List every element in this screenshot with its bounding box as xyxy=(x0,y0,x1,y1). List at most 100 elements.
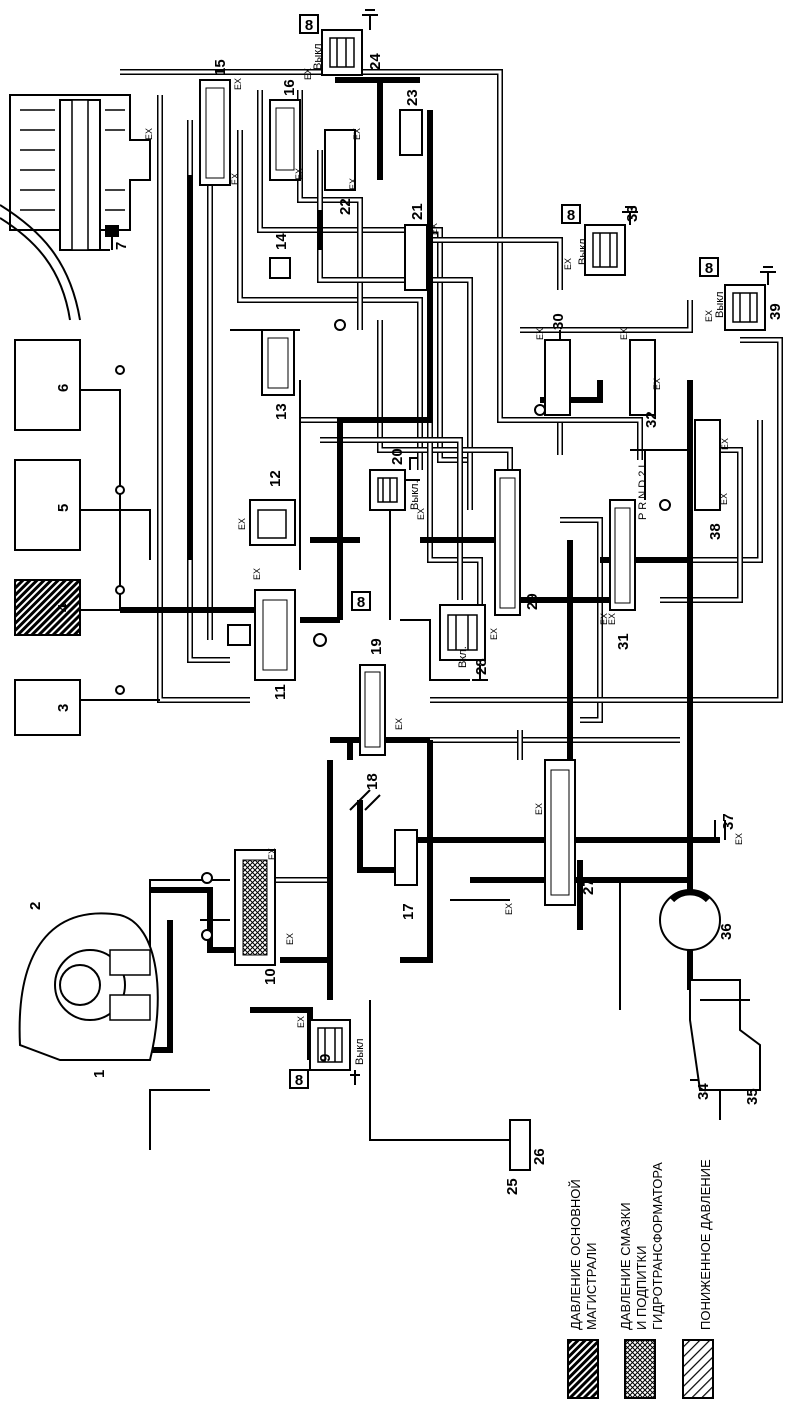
ex-label: EX xyxy=(233,78,243,90)
label-33: 33 xyxy=(624,205,641,222)
clutch-6 xyxy=(14,339,81,431)
label-22: 22 xyxy=(337,198,354,215)
label-32: 32 xyxy=(643,411,660,428)
valve-15 xyxy=(199,79,231,186)
label-9: 9 xyxy=(317,1054,334,1062)
label-26: 26 xyxy=(531,1148,548,1165)
label-34: 34 xyxy=(695,1083,712,1100)
manual-valve-31 xyxy=(609,449,646,611)
label-24: 24 xyxy=(367,53,384,70)
component-number-labels: 1 2 3 4 5 6 7 9 10 11 12 13 14 15 16 17 … xyxy=(27,53,784,1195)
label-10: 10 xyxy=(262,968,279,985)
gear-selector-positions: P R N D 2 L xyxy=(637,462,649,521)
legend-lube-label: ДАВЛЕНИЕ СМАЗКИ И ПОДПИТКИ ГИДРОТРАНСФОР… xyxy=(618,1162,665,1330)
valve-11 xyxy=(227,589,296,681)
ex-label: EX xyxy=(237,518,247,530)
ex-label: EX xyxy=(504,903,514,915)
label-31: 31 xyxy=(615,633,632,650)
label-23: 23 xyxy=(404,89,421,106)
ex-label: EX xyxy=(619,328,629,340)
label-4: 4 xyxy=(55,603,72,612)
legend-main-label: ДАВЛЕНИЕ ОСНОВНОЙ МАГИСТРАЛИ xyxy=(568,1176,599,1330)
ex-label: EX xyxy=(230,173,240,185)
valve-23 xyxy=(399,109,423,156)
legend-swatch-reduced xyxy=(682,1339,714,1399)
label-19: 19 xyxy=(368,638,385,655)
ex-label: EX xyxy=(719,493,729,505)
ex-label: EX xyxy=(416,508,426,520)
ex-label: EX xyxy=(734,833,744,845)
valve-19 xyxy=(359,664,386,756)
label-2: 2 xyxy=(27,902,44,910)
valve-32 xyxy=(629,339,656,416)
label-27: 27 xyxy=(580,878,597,895)
label-7: 7 xyxy=(113,242,130,250)
ex-label: EX xyxy=(252,568,262,580)
solenoid-state-labels: Выкл Выкл Выкл Выкл. Вкл. Выкл xyxy=(312,43,726,1065)
solenoid-9 xyxy=(309,1019,351,1071)
label-36: 36 xyxy=(718,923,735,940)
legend: ДАВЛЕНИЕ ОСНОВНОЙ МАГИСТРАЛИ ДАВЛЕНИЕ СМ… xyxy=(567,1159,714,1399)
ex-label: EX xyxy=(352,128,362,140)
state-28: Вкл. xyxy=(457,646,469,668)
valve-38 xyxy=(694,419,721,511)
ex-label: EX xyxy=(534,803,544,815)
label-37: 37 xyxy=(720,813,737,830)
label-29: 29 xyxy=(524,593,541,610)
ex-label: EX xyxy=(294,168,304,180)
ex-label: EX xyxy=(285,933,295,945)
ex-label: EX xyxy=(489,628,499,640)
solenoid-33 xyxy=(584,224,626,276)
solenoid-20 xyxy=(369,469,406,511)
accumulator-12 xyxy=(249,499,296,546)
ex-label: EX xyxy=(394,718,404,730)
valve-21 xyxy=(404,224,428,291)
valve-16 xyxy=(269,99,301,181)
label-39: 39 xyxy=(767,303,784,320)
state-24: Выкл xyxy=(312,43,324,70)
hydraulic-lines xyxy=(80,69,783,1150)
solenoid-39 xyxy=(724,284,766,331)
valve-27 xyxy=(544,759,576,906)
label-14: 14 xyxy=(273,233,290,250)
driver-label: 8 xyxy=(295,1072,303,1089)
valve-30 xyxy=(544,339,571,416)
valve-14 xyxy=(269,257,291,279)
solenoid-driver-boxes: 8 8 8 8 8 xyxy=(289,14,719,1089)
label-12: 12 xyxy=(267,470,284,487)
valve-22 xyxy=(324,129,356,191)
ex-label: EX xyxy=(303,68,313,80)
label-15: 15 xyxy=(212,59,229,76)
ex-label: EX xyxy=(429,223,439,235)
legend-swatch-lube xyxy=(624,1339,656,1399)
ex-label: EX xyxy=(652,378,662,390)
label-20: 20 xyxy=(389,448,406,465)
label-18: 18 xyxy=(364,773,381,790)
driver-label: 8 xyxy=(357,594,365,611)
label-25: 25 xyxy=(504,1178,521,1195)
ex-label: EX xyxy=(267,848,277,860)
label-5: 5 xyxy=(55,504,72,512)
solenoid-24 xyxy=(321,29,363,76)
clutch-5 xyxy=(14,459,81,551)
label-11: 11 xyxy=(272,684,289,700)
filter-36 xyxy=(659,889,721,951)
ex-label: EX xyxy=(599,613,609,625)
legend-swatch-main xyxy=(567,1339,599,1399)
ex-label: EX xyxy=(607,613,617,625)
label-35: 35 xyxy=(744,1088,761,1105)
ex-label: EX xyxy=(563,258,573,270)
label-16: 16 xyxy=(281,79,298,96)
state-9: Выкл xyxy=(354,1038,366,1065)
valve-10 xyxy=(201,849,276,966)
label-21: 21 xyxy=(409,203,426,220)
label-17: 17 xyxy=(400,903,417,920)
ex-label: EX xyxy=(720,438,730,450)
ex-label: EX xyxy=(348,178,358,190)
cooler-25-26 xyxy=(509,1119,531,1171)
label-30: 30 xyxy=(550,313,567,330)
ex-label: EX xyxy=(296,1016,306,1028)
ex-label: EX xyxy=(144,128,154,140)
orifice-37 xyxy=(714,820,726,840)
